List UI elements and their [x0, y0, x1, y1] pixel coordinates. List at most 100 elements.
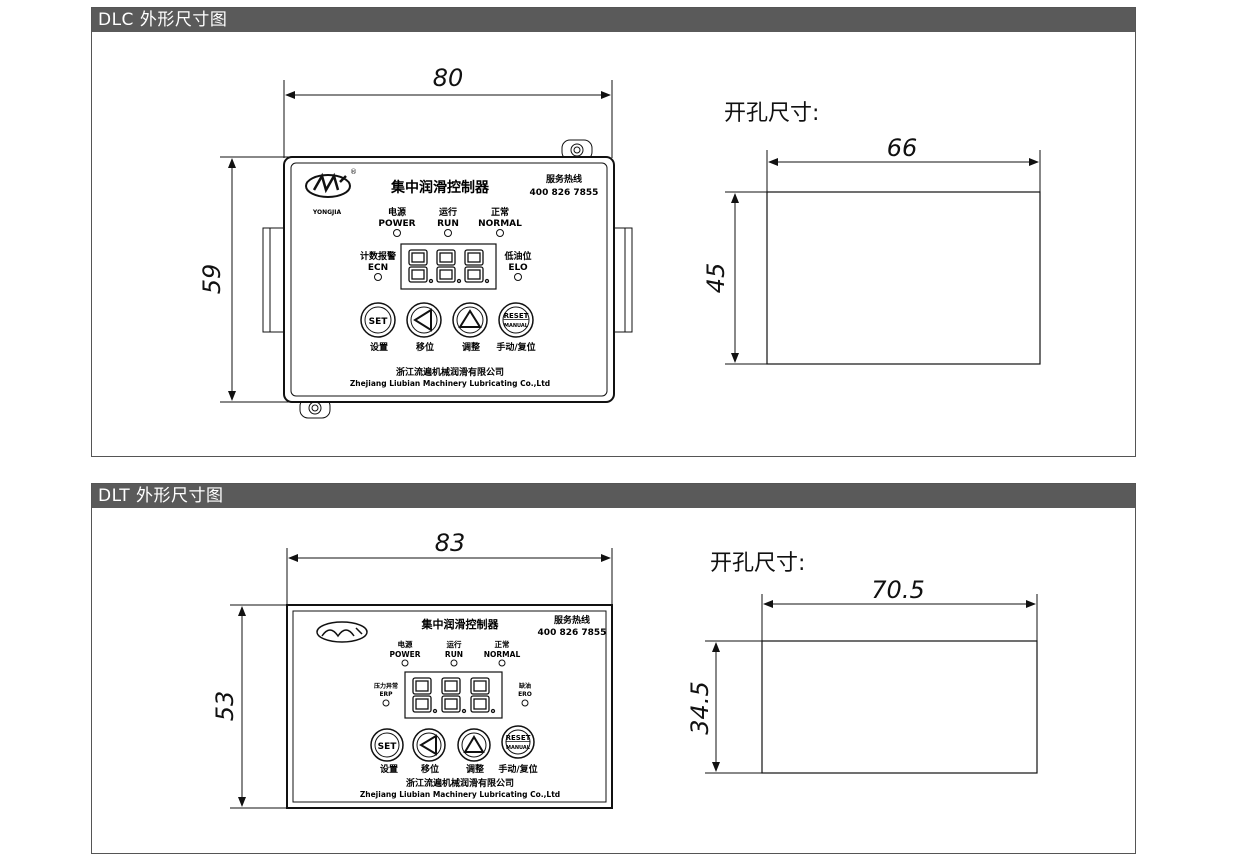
dlt-hotline-label: 服务热线	[554, 614, 590, 626]
dlt-device-title: 集中润滑控制器	[421, 617, 500, 631]
left-arrow-icon	[413, 308, 432, 332]
dlc-brand-name: YONGJIA	[312, 209, 342, 216]
dlt-ind-right-cn: 缺油	[519, 682, 531, 690]
dlt-set-label: SET	[378, 742, 398, 752]
dlt-panel: DLT 外形尺寸图	[91, 483, 1136, 854]
dlc-ind-normal-cn: 正常	[491, 206, 509, 218]
dlc-hotline-label: 服务热线	[546, 173, 582, 185]
dlc-cutout-width-dimension	[766, 150, 1041, 364]
dlc-ind-normal-en: NORMAL	[478, 219, 522, 229]
dlc-reset-button[interactable]: RESET MANUAL	[498, 302, 534, 338]
dlt-cutout-width-label: 70.5	[871, 576, 924, 604]
dlt-shift-button[interactable]	[412, 728, 446, 762]
dlt-caption-set: 设置	[380, 763, 398, 775]
dlt-ind-run-cn: 运行	[447, 639, 462, 649]
dlt-seven-segment-display	[404, 671, 503, 719]
dlc-seven-segment-display	[400, 243, 497, 290]
dlt-company-en: Zhejiang Liubian Machinery Lubricating C…	[360, 790, 560, 799]
dlt-adjust-button[interactable]	[457, 728, 491, 762]
dlt-section-header: DLT 外形尺寸图	[92, 484, 1135, 508]
dlc-ind-left-en: ECN	[368, 263, 388, 273]
left-arrow-icon	[419, 734, 437, 756]
dlt-ind-left-cn: 压力异常	[374, 682, 398, 690]
dlc-cutout-outline	[766, 191, 1041, 365]
dlc-device-face	[290, 162, 608, 397]
dlc-width-dimension	[283, 80, 613, 158]
dlt-height-label: 53	[211, 691, 239, 722]
dlc-cutout-height-label: 45	[702, 263, 730, 294]
dlc-hotline-number: 400 826 7855	[530, 188, 599, 198]
dlc-manual-label: MANUAL	[504, 323, 529, 329]
up-arrow-icon	[458, 309, 482, 328]
dlc-ind-left-cn: 计数报警	[360, 250, 396, 262]
dlt-run-led	[450, 659, 458, 667]
dlt-cutout-outline	[761, 640, 1038, 774]
dlt-ero-led	[521, 699, 529, 707]
dlc-company-cn: 浙江流遍机械润滑有限公司	[396, 366, 504, 378]
dlt-ind-normal-cn: 正常	[495, 639, 510, 649]
dlc-caption-reset: 手动/复位	[496, 341, 535, 353]
up-arrow-icon	[463, 735, 485, 753]
dlc-indicators: 电源 POWER 运行 RUN 正常 NORMAL 计数报警 ECN 低油位 E…	[360, 206, 532, 281]
dlc-caption-adjust: 调整	[462, 341, 480, 353]
dlc-width-label: 80	[433, 64, 464, 92]
dlc-cutout-width-label: 66	[887, 134, 918, 162]
dlt-erp-led	[382, 699, 390, 707]
svg-text:®: ®	[350, 168, 357, 176]
dlt-cutout-label: 开孔尺寸:	[710, 551, 805, 576]
dlt-caption-reset: 手动/复位	[498, 763, 537, 775]
dlc-reset-label: RESET	[504, 312, 529, 320]
dlt-ind-power-en: POWER	[389, 650, 420, 659]
dlt-cutout-height-dimension	[705, 640, 1037, 774]
dlc-section-header: DLC 外形尺寸图	[92, 8, 1135, 32]
dlt-power-led	[401, 659, 409, 667]
dlc-caption-shift: 移位	[416, 341, 434, 353]
dlc-drawing: 80 59 ® YONGJ	[198, 64, 1041, 419]
dlt-width-dimension	[286, 548, 613, 606]
dlt-ind-right-en: ERO	[518, 691, 532, 698]
dlc-power-led	[393, 229, 401, 237]
dlt-ind-normal-en: NORMAL	[484, 650, 521, 659]
dlc-ind-power-en: POWER	[378, 219, 415, 229]
dlt-ind-run-en: RUN	[445, 650, 463, 659]
dlc-company-en: Zhejiang Liubian Machinery Lubricating C…	[350, 379, 550, 388]
dlc-side-brackets	[262, 227, 633, 333]
dlt-manual-label: MANUAL	[506, 745, 531, 751]
dlt-caption-adjust: 调整	[466, 763, 484, 775]
dlc-run-led	[444, 229, 452, 237]
dlt-device-face	[292, 610, 607, 803]
dlc-shift-button[interactable]	[406, 302, 442, 338]
dlt-caption-shift: 移位	[421, 763, 439, 775]
dlc-button-captions: 设置 移位 调整 手动/复位	[370, 341, 536, 353]
dlc-ind-run-cn: 运行	[439, 206, 457, 218]
dlt-height-dimension	[230, 604, 290, 809]
dlt-button-captions: 设置 移位 调整 手动/复位	[380, 763, 538, 775]
dlt-indicators: 电源 POWER 运行 RUN 正常 NORMAL 压力异常 ERP 缺油 ER…	[374, 639, 532, 707]
dlc-adjust-button[interactable]	[452, 302, 488, 338]
dlt-normal-led	[498, 659, 506, 667]
dlt-brand-logo	[316, 621, 368, 643]
dlc-display-digits	[408, 249, 490, 284]
dlc-ecn-led	[374, 273, 382, 281]
dlt-width-label: 83	[435, 529, 466, 557]
dlt-cutout-height-label: 34.5	[686, 681, 714, 734]
dlc-cutout-height-dimension	[725, 191, 1040, 365]
dlt-ind-left-en: ERP	[379, 691, 393, 698]
dlc-ind-run-en: RUN	[437, 219, 459, 229]
dlt-cutout-width-dimension	[761, 594, 1038, 773]
dlc-set-button[interactable]: SET	[360, 302, 396, 338]
dlt-set-button[interactable]: SET	[370, 728, 404, 762]
dlt-drawing: 83 53 集中润滑控制器 服务热线 400 826 7855 电源 POWER…	[211, 529, 1038, 809]
dlc-height-dimension	[220, 156, 290, 403]
dlc-ind-right-cn: 低油位	[503, 250, 531, 262]
dlc-brand-logo: ® YONGJIA	[305, 168, 357, 216]
dlc-elo-led	[514, 273, 522, 281]
dlt-company-cn: 浙江流遍机械润滑有限公司	[406, 777, 514, 789]
dlc-ind-power-cn: 电源	[388, 206, 406, 218]
dlc-device-title: 集中润滑控制器	[390, 179, 490, 196]
dlt-ind-power-cn: 电源	[398, 639, 413, 649]
dlt-reset-button[interactable]: RESET MANUAL	[501, 725, 535, 759]
dlc-caption-set: 设置	[370, 341, 388, 353]
dlc-ind-right-en: ELO	[508, 263, 528, 273]
